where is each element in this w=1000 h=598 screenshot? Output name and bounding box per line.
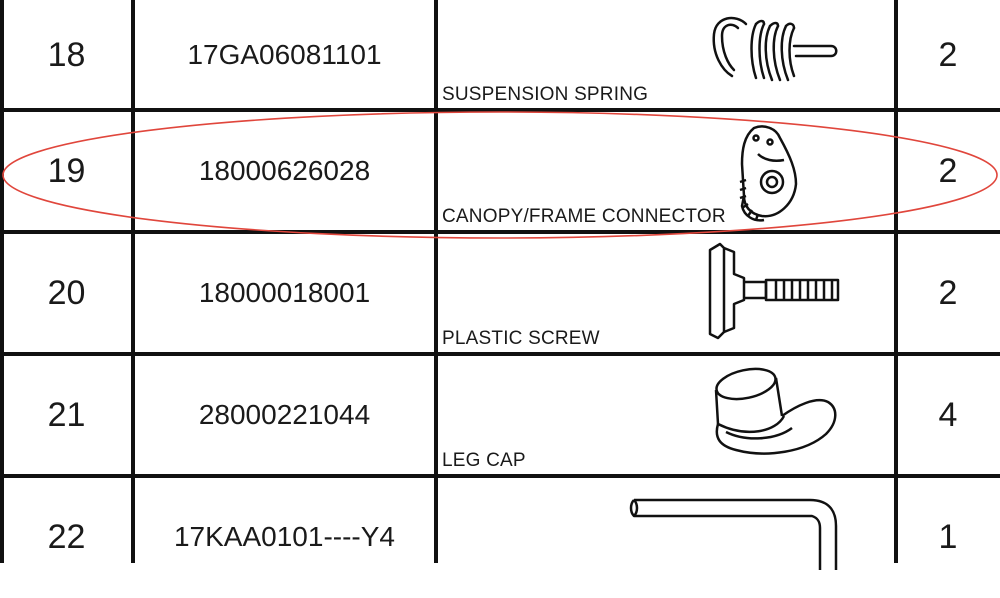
description-cell: SUSPENSION SPRING	[436, 0, 896, 110]
table-row: 20 18000018001 PLASTIC SCREW 2	[0, 232, 1000, 354]
part-code: 18000018001	[198, 277, 371, 308]
part-code: 17GA06081101	[187, 39, 382, 70]
row-divider	[0, 474, 1000, 478]
quantity: 2	[938, 151, 958, 190]
description-cell: PLASTIC SCREW	[436, 232, 896, 354]
parts-table: 18 17GA06081101 SUSPENSION SPRING 2 19 1…	[0, 0, 1000, 570]
table-row: 22 17KAA0101----Y4 1	[0, 476, 1000, 598]
quantity: 2	[938, 273, 958, 312]
table-row: 19 18000626028 CANOPY/FRAME CONNECTOR 2	[0, 110, 1000, 232]
description-cell: LEG CAP	[436, 354, 896, 476]
item-number: 22	[47, 517, 86, 556]
part-code: 28000221044	[198, 399, 371, 430]
quantity: 4	[938, 395, 958, 434]
connector-icon	[739, 125, 798, 222]
item-number: 20	[47, 273, 86, 312]
description-cell: CANOPY/FRAME CONNECTOR	[436, 110, 896, 232]
column-divider	[434, 0, 438, 563]
item-number: 21	[47, 395, 86, 434]
item-number: 18	[47, 35, 86, 74]
part-description: PLASTIC SCREW	[442, 328, 600, 349]
quantity: 1	[938, 517, 958, 556]
quantity: 2	[938, 35, 958, 74]
part-description: CANOPY/FRAME CONNECTOR	[442, 206, 726, 227]
hex-key-icon	[629, 498, 838, 570]
leg-cap-icon	[714, 367, 837, 455]
description-cell	[436, 476, 896, 598]
part-description: SUSPENSION SPRING	[442, 84, 649, 105]
part-code: 17KAA0101----Y4	[173, 521, 395, 552]
part-code: 18000626028	[198, 155, 371, 186]
column-divider	[0, 0, 4, 563]
row-divider	[0, 352, 1000, 356]
part-description: LEG CAP	[442, 450, 526, 471]
table-row: 21 28000221044 LEG CAP 4	[0, 354, 1000, 476]
plastic-screw-icon	[708, 242, 840, 340]
item-number: 19	[47, 151, 86, 190]
row-divider	[0, 108, 1000, 112]
spring-icon	[712, 16, 838, 82]
table-row: 18 17GA06081101 SUSPENSION SPRING 2	[0, 0, 1000, 110]
column-divider	[894, 0, 898, 563]
row-divider	[0, 230, 1000, 234]
column-divider	[131, 0, 135, 563]
